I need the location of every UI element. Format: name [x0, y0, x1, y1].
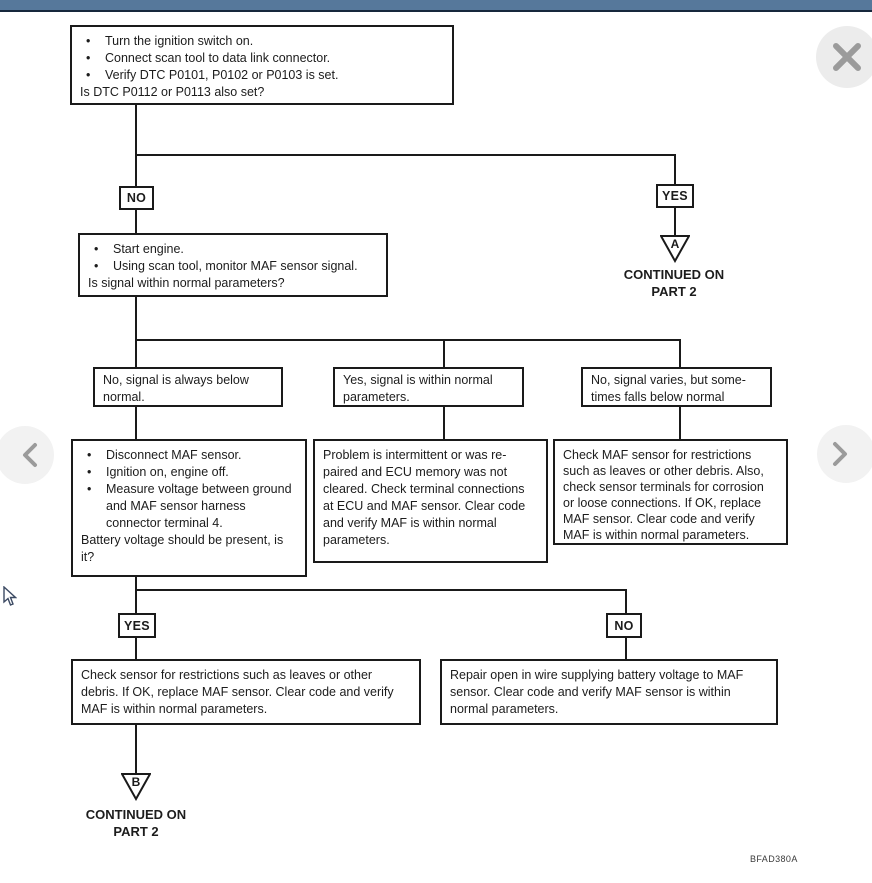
continue-a-letter: A: [671, 237, 680, 251]
bullet-icon: •: [86, 51, 91, 65]
connector-line: [135, 724, 137, 774]
continue-a-line1: CONTINUED ON: [623, 267, 725, 282]
flow-box-step2: • Start engine. • Using scan tool, monitor…: [78, 233, 388, 297]
continue-a-line2: PART 2: [651, 284, 697, 299]
connector-line: [135, 154, 676, 156]
step1-question: Is DTC P0112 or P0113 also set?: [80, 85, 265, 99]
decision1-no-tag: NO: [119, 186, 154, 210]
prev-page-button[interactable]: [0, 426, 54, 484]
connector-line: [135, 589, 137, 615]
connector-line: [135, 105, 137, 155]
connector-line: [679, 339, 681, 369]
action-left-question: Battery voltage should be present, is it…: [81, 533, 284, 564]
chevron-left-icon: [23, 443, 37, 467]
connector-line: [625, 589, 627, 615]
close-icon: [833, 43, 861, 71]
connector-line: [135, 589, 627, 591]
connector-line: [135, 154, 137, 188]
connector-line: [135, 576, 137, 591]
continue-a-caption: CONTINUED ON PART 2: [600, 266, 748, 300]
result-no-box: Repair open in wire supplying battery vo…: [440, 659, 778, 725]
connector-line: [135, 637, 137, 661]
branch-mid-line2: parameters.: [343, 390, 410, 404]
branch-right-box: No, signal varies, but some- times falls…: [581, 367, 772, 407]
result-yes-box: Check sensor for restrictions such as le…: [71, 659, 421, 725]
connector-line: [679, 406, 681, 439]
connector-line: [135, 339, 681, 341]
figure-code-label: BFAD380A: [750, 854, 798, 864]
connector-line: [674, 154, 676, 186]
branch-right-line2: times falls below normal: [591, 390, 725, 404]
step1-bullet-1: Turn the ignition switch on.: [105, 34, 254, 48]
bullet-icon: •: [87, 465, 92, 479]
branch-left-line2: normal.: [103, 390, 145, 404]
action-right-box: Check MAF sensor for restrictions such a…: [553, 439, 788, 545]
connector-line: [443, 406, 445, 439]
branch-left-box: No, signal is always below normal.: [93, 367, 283, 407]
connector-line: [135, 210, 137, 235]
connector-line: [443, 339, 445, 369]
bullet-icon: •: [87, 482, 92, 496]
step2-bullet-1: Start engine.: [113, 242, 184, 256]
continue-a-triangle: A: [660, 235, 690, 263]
decision2-yes-tag: YES: [118, 613, 156, 638]
next-page-button[interactable]: [817, 425, 872, 483]
branch-mid-box: Yes, signal is within normal parameters.: [333, 367, 524, 407]
continue-b-triangle: B: [121, 773, 151, 801]
continue-b-caption: CONTINUED ON PART 2: [62, 806, 210, 840]
connector-line: [135, 406, 137, 439]
step2-question: Is signal within normal parameters?: [88, 276, 285, 290]
action-left-bullet-3: Measure voltage between ground and MAF s…: [106, 482, 292, 530]
bullet-icon: •: [94, 259, 99, 273]
connector-line: [625, 637, 627, 661]
chevron-right-icon: [833, 442, 847, 466]
mouse-cursor-icon: [3, 586, 17, 606]
close-button[interactable]: [816, 26, 872, 88]
connector-line: [135, 339, 137, 369]
branch-mid-line1: Yes, signal is within normal: [343, 373, 493, 387]
continue-b-line2: PART 2: [113, 824, 159, 839]
bullet-icon: •: [86, 68, 91, 82]
step1-bullet-2: Connect scan tool to data link connector…: [105, 51, 331, 65]
branch-left-line1: No, signal is always below: [103, 373, 249, 387]
continue-b-line1: CONTINUED ON: [85, 807, 187, 822]
flow-box-step1: • Turn the ignition switch on. • Connect s…: [70, 25, 454, 105]
connector-line: [135, 297, 137, 341]
step1-bullet-3: Verify DTC P0101, P0102 or P0103 is set.: [105, 68, 339, 82]
action-mid-box: Problem is intermittent or was re-paired…: [313, 439, 548, 563]
bullet-icon: •: [94, 242, 99, 256]
branch-right-line1: No, signal varies, but some-: [591, 373, 746, 387]
connector-line: [674, 208, 676, 236]
action-left-box: • Disconnect MAF sensor. • Ignition on, en…: [71, 439, 307, 577]
action-left-bullet-1: Disconnect MAF sensor.: [106, 448, 242, 462]
continue-b-letter: B: [132, 775, 141, 789]
bullet-icon: •: [86, 34, 91, 48]
decision2-no-tag: NO: [606, 613, 642, 638]
step2-bullet-2: Using scan tool, monitor MAF sensor sign…: [113, 259, 358, 273]
decision1-yes-tag: YES: [656, 184, 694, 208]
action-left-bullet-2: Ignition on, engine off.: [106, 465, 229, 479]
bullet-icon: •: [87, 448, 92, 462]
window-titlebar: [0, 0, 872, 12]
